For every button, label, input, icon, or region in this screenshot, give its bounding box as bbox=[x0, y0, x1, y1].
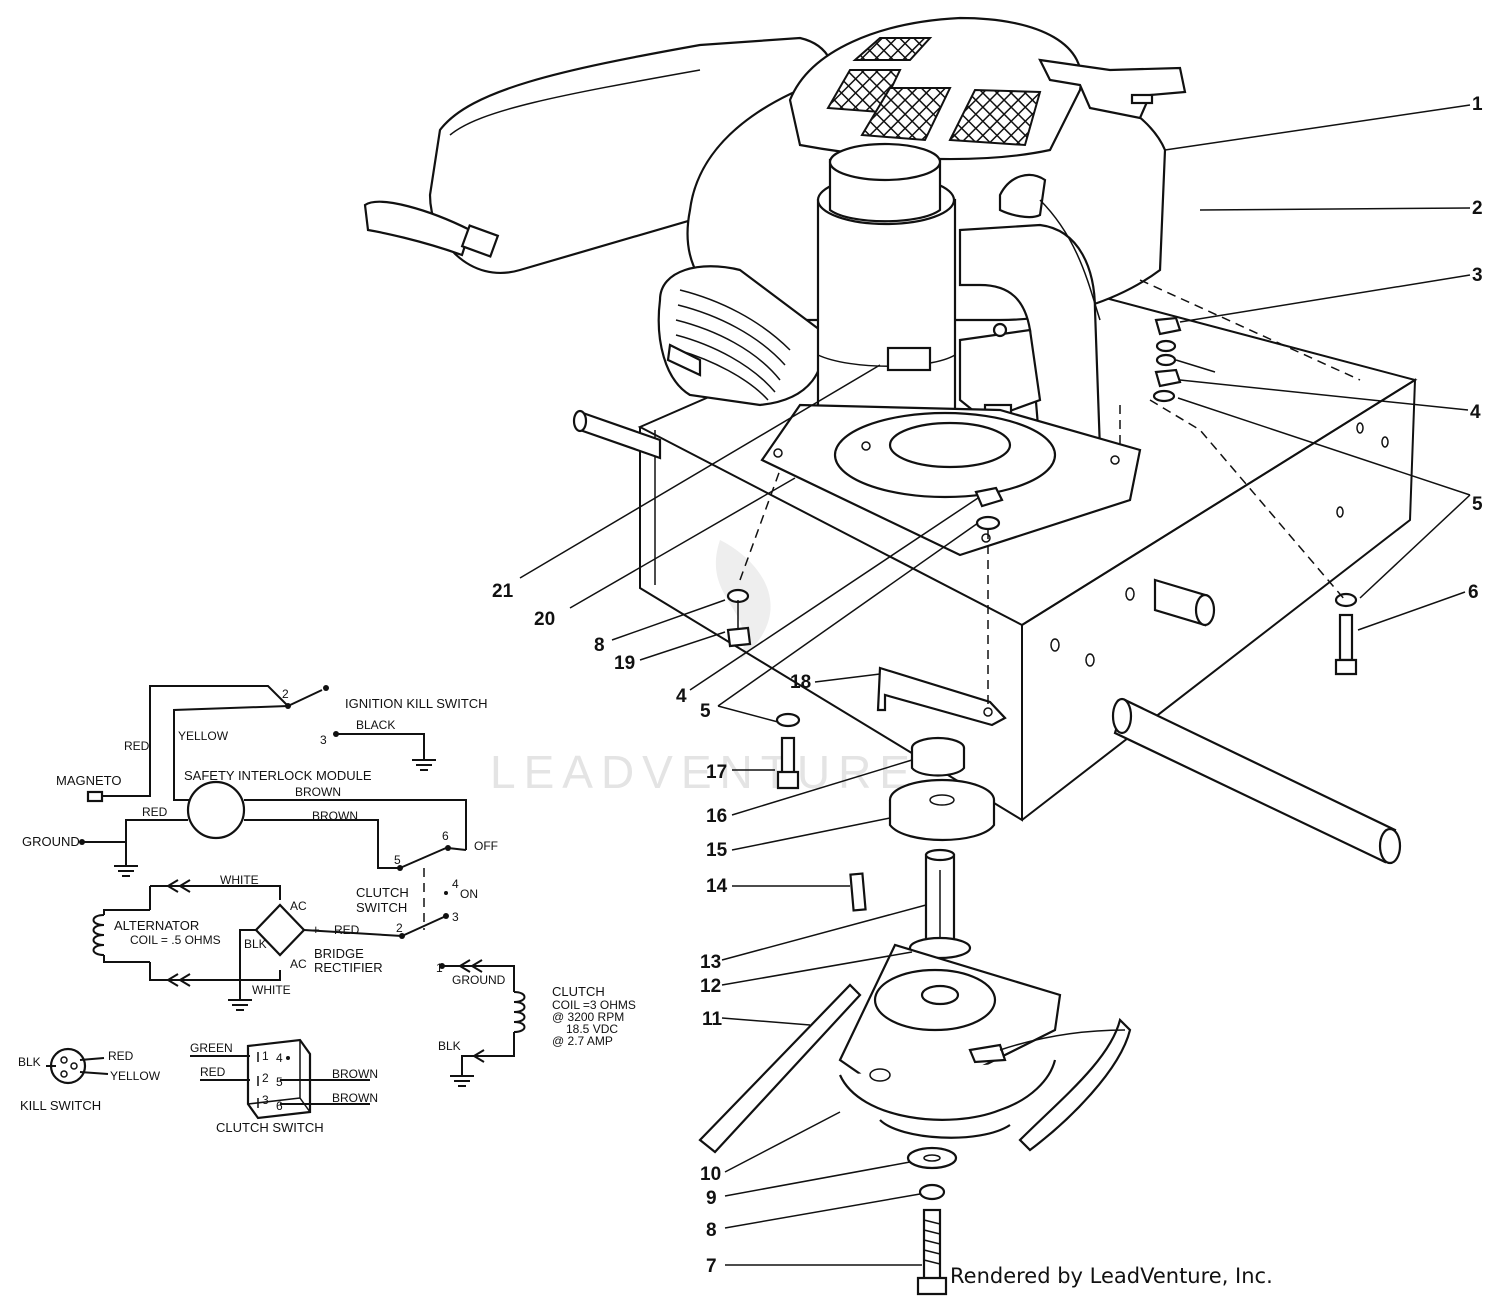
ground-label: GROUND bbox=[22, 834, 80, 849]
muffler bbox=[363, 36, 835, 274]
callout-13: 13 bbox=[700, 952, 721, 973]
ac-label-2: AC bbox=[290, 957, 307, 971]
wire-brown-label-2: BROWN bbox=[312, 809, 358, 823]
callout-5-mid: 5 bbox=[700, 701, 711, 722]
kill-switch-red-label: RED bbox=[108, 1049, 134, 1063]
callout-12: 12 bbox=[700, 976, 721, 997]
callout-4-top: 4 bbox=[1470, 402, 1481, 423]
callout-21: 21 bbox=[492, 581, 514, 602]
cs-brown-label-2: BROWN bbox=[332, 1091, 378, 1105]
cs-terminal-3: 3 bbox=[262, 1093, 269, 1107]
alternator-label-2: COIL = .5 OHMS bbox=[130, 933, 221, 947]
cs-terminal-6: 6 bbox=[276, 1099, 283, 1113]
callout-2: 2 bbox=[1472, 198, 1483, 219]
callout-8-left: 8 bbox=[594, 635, 605, 656]
callout-numbers: 1 2 3 4 5 6 21 20 8 19 4 5 18 17 16 15 1… bbox=[492, 94, 1483, 1277]
clutch-switch-caption: CLUTCH SWITCH bbox=[216, 1120, 324, 1135]
kill-switch-yellow-label: YELLOW bbox=[110, 1069, 161, 1083]
wire-white-label-1: WHITE bbox=[220, 873, 259, 887]
credit-text: Rendered by LeadVenture, Inc. bbox=[950, 1264, 1273, 1288]
cs-brown-label-1: BROWN bbox=[332, 1067, 378, 1081]
callout-8-bottom: 8 bbox=[706, 1220, 717, 1241]
callout-6: 6 bbox=[1468, 582, 1479, 603]
bridge-label-1: BRIDGE bbox=[314, 946, 364, 961]
callout-15: 15 bbox=[706, 840, 728, 861]
callout-9: 9 bbox=[706, 1188, 717, 1209]
clutch-switch-label-2: SWITCH bbox=[356, 900, 407, 915]
off-label: OFF bbox=[474, 839, 498, 853]
mower-deck bbox=[572, 268, 1418, 865]
kill-switch-blk-label: BLK bbox=[18, 1055, 41, 1069]
clutch-coil-label-3: @ 3200 RPM bbox=[552, 1010, 624, 1024]
clutch-coil-label-4: 18.5 VDC bbox=[566, 1022, 618, 1036]
cs-terminal-4: 4 bbox=[276, 1051, 283, 1065]
callout-18: 18 bbox=[790, 672, 811, 693]
callout-20: 20 bbox=[534, 609, 555, 630]
clutch-coil-label-2: COIL =3 OHMS bbox=[552, 998, 636, 1012]
alignment-lines bbox=[739, 279, 1361, 710]
wire-red-label-2: RED bbox=[142, 805, 168, 819]
wire-black-label: BLACK bbox=[356, 718, 395, 732]
blk-label-rectifier: BLK bbox=[244, 937, 267, 951]
cylinder-fins bbox=[657, 265, 824, 407]
clutch-coil-label-5: @ 2.7 AMP bbox=[552, 1034, 613, 1048]
alternator-label-1: ALTERNATOR bbox=[114, 918, 199, 933]
watermark: LEADVENTURE bbox=[490, 540, 918, 798]
safety-interlock-module-label: SAFETY INTERLOCK MODULE bbox=[184, 768, 372, 783]
wire-yellow-label: YELLOW bbox=[178, 729, 229, 743]
kill-switch-caption: KILL SWITCH bbox=[20, 1098, 101, 1113]
wire-red-label: RED bbox=[124, 739, 150, 753]
terminal-4-label: 4 bbox=[452, 877, 459, 891]
ignition-kill-switch-label: IGNITION KILL SWITCH bbox=[345, 696, 488, 711]
clutch-switch-label-1: CLUTCH bbox=[356, 885, 409, 900]
callout-1: 1 bbox=[1472, 94, 1483, 115]
callout-11: 11 bbox=[702, 1009, 723, 1030]
on-label: ON bbox=[460, 887, 478, 901]
coil-terminal-1-label: 1 bbox=[436, 961, 443, 975]
kill-switch-terminal-2: 2 bbox=[282, 687, 289, 701]
terminal-2b-label: 2 bbox=[396, 921, 403, 935]
coil-ground-label: GROUND bbox=[452, 973, 506, 987]
terminal-5-label: 5 bbox=[394, 853, 401, 867]
cs-terminal-2: 2 bbox=[262, 1071, 269, 1085]
wire-red-label-3: RED bbox=[334, 923, 360, 937]
callout-19: 19 bbox=[614, 653, 635, 674]
bridge-label-2: RECTIFIER bbox=[314, 960, 383, 975]
callout-17: 17 bbox=[706, 762, 727, 783]
ac-label-1: AC bbox=[290, 899, 307, 913]
terminal-3-label: 3 bbox=[320, 733, 327, 747]
callout-3: 3 bbox=[1472, 265, 1483, 286]
engine bbox=[363, 16, 1187, 557]
cs-terminal-1: 1 bbox=[262, 1049, 269, 1063]
wire-white-label-2: WHITE bbox=[252, 983, 291, 997]
callout-5-top: 5 bbox=[1472, 494, 1483, 515]
terminal-3b-label: 3 bbox=[452, 910, 459, 924]
rectifier-plus-label: + bbox=[312, 922, 320, 937]
callout-7: 7 bbox=[706, 1256, 717, 1277]
terminal-6-label: 6 bbox=[442, 829, 449, 843]
magneto-label: MAGNETO bbox=[56, 773, 122, 788]
hardware bbox=[726, 316, 1358, 790]
leader-lines bbox=[519, 104, 1471, 1266]
air-filter bbox=[816, 142, 957, 428]
cs-red-label: RED bbox=[200, 1065, 226, 1079]
wire-brown-label-1: BROWN bbox=[295, 785, 341, 799]
callout-10: 10 bbox=[700, 1164, 721, 1185]
coil-blk-label: BLK bbox=[438, 1039, 461, 1053]
wiring-schematic: 2 IGNITION KILL SWITCH YELLOW RED 3 BLAC… bbox=[18, 685, 636, 1135]
clutch-assembly bbox=[698, 736, 1132, 1296]
callout-16: 16 bbox=[706, 806, 727, 827]
clutch-coil-label-1: CLUTCH bbox=[552, 984, 605, 999]
watermark-text: LEADVENTURE bbox=[490, 746, 918, 798]
cs-terminal-5: 5 bbox=[276, 1075, 283, 1089]
cs-green-label: GREEN bbox=[190, 1041, 233, 1055]
callout-4-mid: 4 bbox=[676, 686, 687, 707]
callout-14: 14 bbox=[706, 876, 728, 897]
